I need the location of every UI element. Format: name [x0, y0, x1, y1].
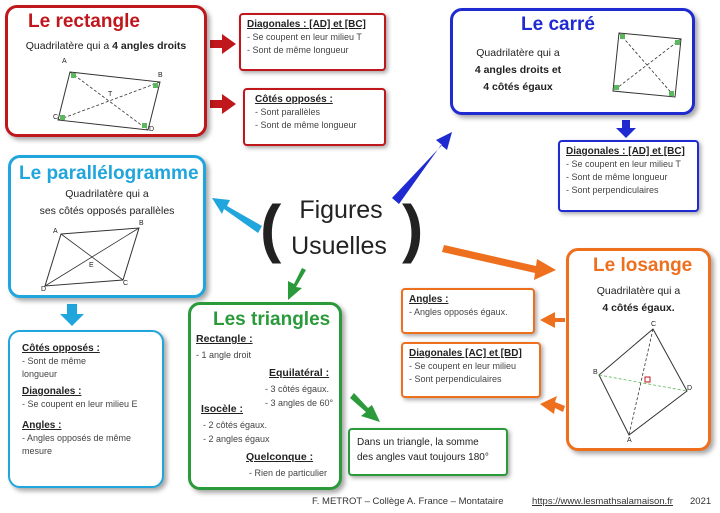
arrow-center-triangles: [288, 268, 306, 300]
carre-title: Le carré: [521, 14, 595, 35]
para-angles-item: mesure: [22, 446, 53, 456]
para-cotes-item: - Sont de même: [22, 356, 87, 366]
arrow-triangles-somme: [350, 393, 380, 422]
losange-figure: [598, 328, 688, 436]
rect-cotes-item: - Sont de même longueur: [255, 120, 357, 130]
rectangle-title: Le rectangle: [28, 11, 140, 32]
losange-diagonales-box: Diagonales [AC] et [BD] - Se coupent en …: [401, 342, 541, 398]
triangles-box: Les triangles Rectangle : - 1 angle droi…: [188, 302, 342, 490]
arrow-carre-diagonales: [616, 120, 636, 138]
tri-somme-line: Dans un triangle, la somme: [357, 437, 479, 448]
para-label-e: E: [89, 262, 94, 269]
rect-diag-item: - Sont de même longueur: [247, 45, 349, 55]
para-diag-item: - Se coupent en leur milieu E: [22, 399, 138, 409]
arrow-rect-cotes: [210, 94, 236, 114]
center-open-paren: (: [260, 192, 282, 264]
losange-angles-item: - Angles opposés égaux.: [409, 307, 508, 317]
tri-equi-item: - 3 angles de 60°: [265, 398, 334, 408]
rect-cotes-item: - Sont parallèles: [255, 107, 321, 117]
losange-label-a: A: [627, 437, 632, 444]
tri-rect-head: Rectangle :: [196, 333, 253, 345]
carre-diag-item: - Se coupent en leur milieu T: [566, 159, 681, 169]
rect-label-c: C: [53, 114, 59, 121]
carre-diag-item: - Sont de même longueur: [566, 172, 668, 182]
rect-label-b: B: [158, 72, 163, 79]
losange-label-d: D: [687, 385, 693, 392]
para-cotes-item: longueur: [22, 369, 58, 379]
footer-author: F. METROT – Collège A. France – Montatai…: [312, 496, 504, 507]
rect-cotes-head: Côtés opposés :: [255, 94, 333, 105]
triangles-somme-box: Dans un triangle, la somme des angles va…: [348, 428, 508, 476]
rect-label-t: T: [108, 91, 113, 98]
tri-quel-item: - Rien de particulier: [249, 468, 328, 478]
arrow-losange-diagonales: [540, 396, 565, 414]
parallelogramme-details-box: Côtés opposés : - Sont de même longueur …: [8, 330, 164, 488]
tri-rect-item: - 1 angle droit: [196, 350, 252, 360]
para-diag-head: Diagonales :: [22, 386, 82, 397]
footer-url[interactable]: https://www.lesmathsalamaison.fr: [532, 496, 673, 507]
center-word-figures: Figures: [299, 196, 383, 224]
carre-diag-item: - Sont perpendiculaires: [566, 185, 659, 195]
para-label-a: A: [53, 228, 58, 235]
losange-title: Le losange: [593, 255, 693, 276]
para-cotes-head: Côtés opposés :: [22, 343, 100, 354]
arrow-center-losange: [442, 245, 556, 280]
tri-iso-head: Isocèle :: [201, 403, 244, 415]
center-close-paren: ): [402, 192, 424, 264]
carre-figure: [612, 32, 682, 98]
arrow-center-parallelogramme: [212, 198, 262, 233]
losange-diag-head: Diagonales [AC] et [BD]: [409, 348, 522, 359]
rectangle-description: Quadrilatère qui a 4 angles droits: [25, 40, 187, 52]
para-angles-head: Angles :: [22, 420, 62, 431]
arrow-losange-angles: [540, 312, 565, 328]
tri-equi-head: Equilatéral :: [269, 367, 330, 379]
rect-label-d: D: [149, 126, 155, 133]
carre-diag-head: Diagonales : [AD] et [BC]: [566, 146, 685, 157]
rectangle-box: Le rectangle Quadrilatère qui a 4 angles…: [5, 5, 207, 137]
para-label-d: D: [41, 286, 47, 293]
arrow-center-carre: [392, 132, 452, 204]
losange-diag-item: - Sont perpendiculaires: [409, 374, 502, 384]
center-word-usuelles: Usuelles: [291, 232, 387, 260]
carre-diagonales-box: Diagonales : [AD] et [BC] - Se coupent e…: [558, 140, 699, 212]
rectangle-diagonales-box: Diagonales : [AD] et [BC] - Se coupent e…: [239, 13, 386, 71]
tri-equi-item: - 3 côtés égaux.: [265, 384, 330, 394]
rect-label-a: A: [62, 58, 67, 65]
rect-diag-item: - Se coupent en leur milieu T: [247, 32, 362, 42]
tri-quel-head: Quelconque :: [246, 451, 314, 463]
triangles-title: Les triangles: [213, 309, 331, 330]
para-label-c: C: [123, 280, 129, 287]
parallelogramme-figure: [44, 227, 140, 287]
arrow-rect-diagonales: [210, 34, 236, 54]
footer-year: 2021: [690, 496, 712, 507]
para-angles-item: - Angles opposés de même: [22, 433, 132, 443]
tri-somme-line: des angles vaut toujours 180°: [357, 452, 489, 463]
tri-iso-item: - 2 angles égaux: [203, 434, 270, 444]
losange-diag-item: - Se coupent en leur milieu: [409, 361, 517, 371]
rectangle-cotes-box: Côtés opposés : - Sont parallèles - Sont…: [243, 88, 386, 146]
rect-diag-head: Diagonales : [AD] et [BC]: [247, 19, 366, 30]
parallelogramme-title: Le parallélogramme: [19, 163, 199, 184]
losange-angles-box: Angles : - Angles opposés égaux.: [401, 288, 535, 334]
tri-iso-item: - 2 côtés égaux.: [203, 420, 268, 430]
rectangle-figure: [57, 71, 161, 131]
losange-label-b: B: [593, 369, 598, 376]
para-label-b: B: [139, 220, 144, 227]
losange-label-c: C: [651, 321, 657, 328]
arrow-para-details: [60, 304, 84, 326]
losange-angles-head: Angles :: [409, 294, 449, 305]
